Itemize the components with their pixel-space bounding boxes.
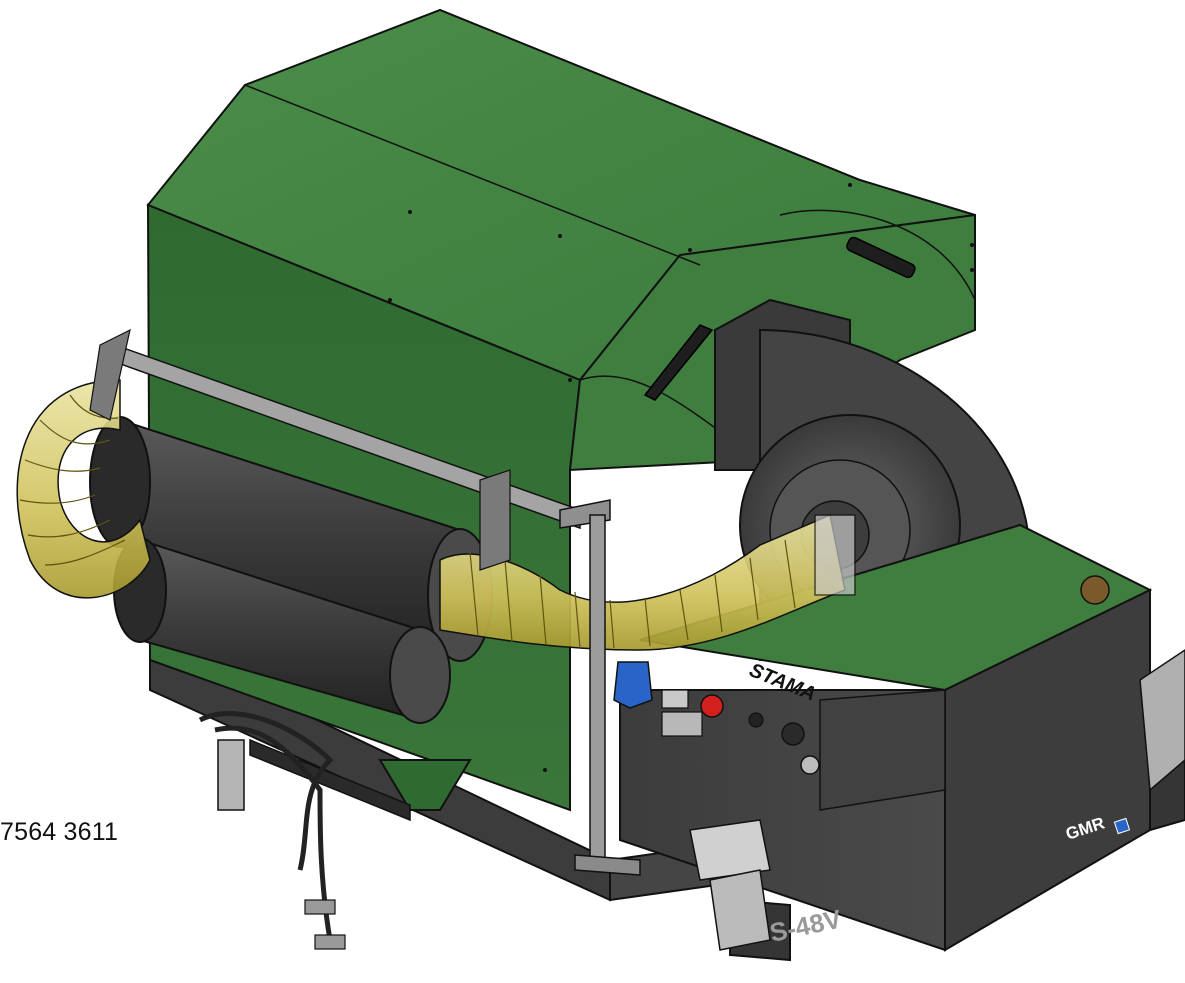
control-box [619, 588, 1151, 952]
box-latch [689, 819, 771, 951]
flex-hose-left [16, 379, 151, 599]
handle-top [846, 236, 916, 279]
control-panel [613, 661, 820, 775]
support-rail [89, 328, 641, 876]
partial-phone-number: 7564 3611 [0, 818, 119, 846]
handle-side [643, 324, 714, 401]
gmr-logo-mark [1113, 817, 1131, 835]
hydraulic-assembly [198, 711, 411, 950]
filter-cylinders [89, 416, 493, 724]
outlet-duct [1139, 649, 1185, 792]
flex-hose-right [439, 513, 856, 651]
blue-connector-socket [613, 661, 653, 709]
emergency-stop-knob [700, 694, 724, 718]
